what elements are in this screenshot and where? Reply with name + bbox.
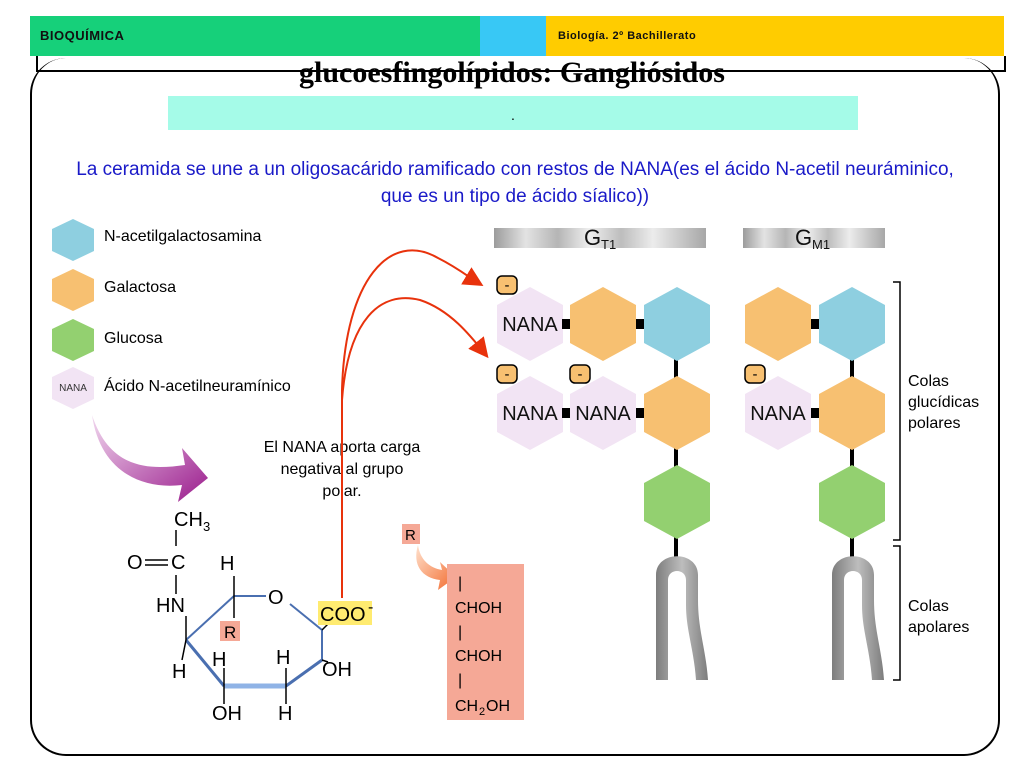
side-label-polar: Colas glucídicas polares — [908, 373, 980, 432]
page-title: glucoesfingolípidos: Gangliósidos — [299, 56, 725, 89]
legend-label-glucose: Glucosa — [104, 330, 163, 347]
legend-label-nana: Ácido N-acetilneuramínico — [104, 378, 291, 395]
legend-label-galactose: Galactosa — [104, 279, 177, 296]
title-underline-frame — [36, 56, 1006, 72]
header-bar-left: BIOQUÍMICA — [30, 16, 480, 56]
legend-label-galnac: N-acetilgalactosamina — [104, 228, 262, 245]
subtitle-box: . — [168, 96, 858, 130]
header-left-label: BIOQUÍMICA — [40, 28, 125, 43]
slide-frame — [30, 58, 1000, 756]
header-bar-right: Biología. 2º Bachillerato — [546, 16, 1004, 56]
side-label-apolar: Colas apolares — [908, 598, 970, 636]
nana-note: El NANA aporta carga negativa al grupo p… — [263, 439, 421, 500]
header-right-label: Biología. 2º Bachillerato — [558, 30, 697, 42]
header-bar-accent — [480, 16, 546, 56]
intro-text: La ceramida se une a un oligosacárido ra… — [76, 159, 954, 207]
